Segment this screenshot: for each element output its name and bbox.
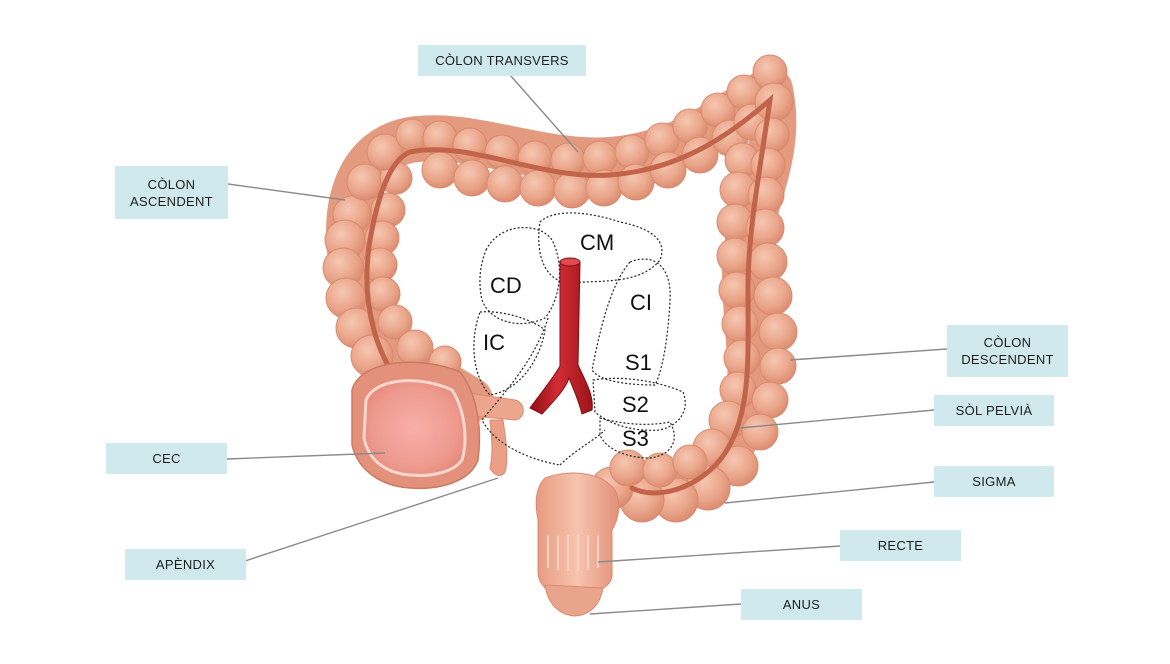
label-text: RECTE xyxy=(877,538,924,553)
region-ic: IC xyxy=(483,330,505,355)
label-recte: RECTE xyxy=(840,530,961,561)
nodal-regions xyxy=(473,212,686,466)
region-s1: S1 xyxy=(625,350,652,375)
label-text: CEC xyxy=(152,451,181,466)
region-s2: S2 xyxy=(622,392,649,417)
region-cd: CD xyxy=(490,273,522,298)
region-s3: S3 xyxy=(622,426,649,451)
label-colon-descendent: CÒLON DESCENDENT xyxy=(947,325,1068,377)
label-text: CÒLON TRANSVERS xyxy=(435,53,569,68)
label-sol-pelvia: SÒL PELVIÀ xyxy=(934,395,1054,426)
label-text: ASCENDENT xyxy=(130,193,213,209)
label-text: CÒLON xyxy=(147,176,196,192)
label-apendix: APÈNDIX xyxy=(125,549,246,580)
label-anus: ANUS xyxy=(741,589,862,620)
label-text: SIGMA xyxy=(972,474,1016,489)
region-ci: CI xyxy=(630,290,652,315)
label-colon-transvers: CÒLON TRANSVERS xyxy=(418,45,586,76)
label-text: CÒLON xyxy=(983,335,1032,350)
label-sigma: SIGMA xyxy=(934,466,1054,497)
leader-lines xyxy=(226,74,948,615)
region-cm: CM xyxy=(580,230,614,255)
label-text: APÈNDIX xyxy=(155,557,216,572)
label-text: SÒL PELVIÀ xyxy=(955,403,1033,418)
label-text: ANUS xyxy=(782,597,821,612)
large-intestine-illustration xyxy=(322,54,798,617)
label-cec: CEC xyxy=(106,443,227,474)
label-colon-ascendent: CÒLON ASCENDENT xyxy=(115,166,228,219)
aorta-illustration xyxy=(529,257,593,415)
label-text: DESCENDENT xyxy=(961,352,1054,367)
